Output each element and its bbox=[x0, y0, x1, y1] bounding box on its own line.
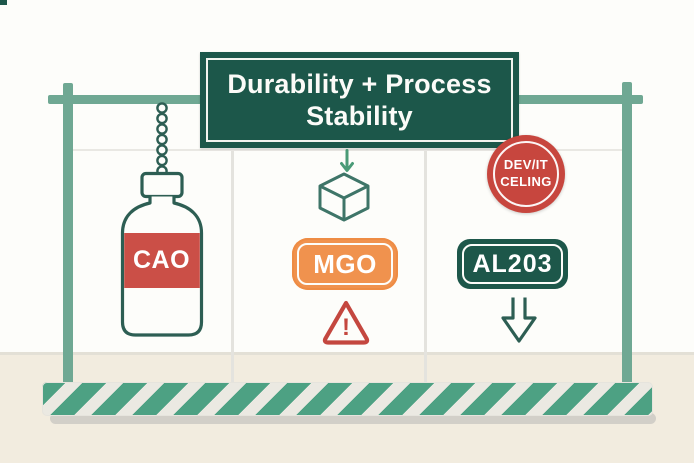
support-post-right bbox=[622, 82, 632, 384]
title-line-2: Stability bbox=[306, 101, 413, 131]
al2o3-badge-label: AL203 bbox=[472, 249, 553, 278]
double-down-arrow-icon bbox=[501, 297, 537, 343]
bottle-label: CAO bbox=[132, 246, 191, 274]
al2o3-badge: AL203 bbox=[457, 239, 568, 289]
sticker-badge: DEV/IT CELING bbox=[487, 135, 565, 213]
support-post-left bbox=[63, 83, 73, 384]
mgo-badge: MGO bbox=[292, 238, 398, 290]
column-divider-right bbox=[424, 150, 427, 383]
hanging-ball-chain-icon bbox=[156, 102, 168, 177]
top-left-corner-mark bbox=[0, 0, 7, 5]
hazard-bar-shadow bbox=[50, 413, 656, 424]
mgo-badge-label: MGO bbox=[313, 248, 377, 279]
hazard-stripe-bar bbox=[42, 382, 653, 416]
sticker-line-1: DEV/IT bbox=[503, 157, 549, 173]
column-divider-left bbox=[231, 150, 234, 383]
warning-exclamation: ! bbox=[342, 314, 350, 341]
warning-triangle-icon bbox=[322, 300, 370, 345]
title-sign: Durability + Process Stability bbox=[200, 52, 519, 148]
arrow-down-icon bbox=[340, 149, 354, 172]
title-line-1: Durability + Process bbox=[227, 68, 492, 99]
bottle-icon bbox=[120, 171, 204, 337]
sticker-line-2: CELING bbox=[500, 174, 552, 189]
cube-icon bbox=[318, 172, 370, 222]
